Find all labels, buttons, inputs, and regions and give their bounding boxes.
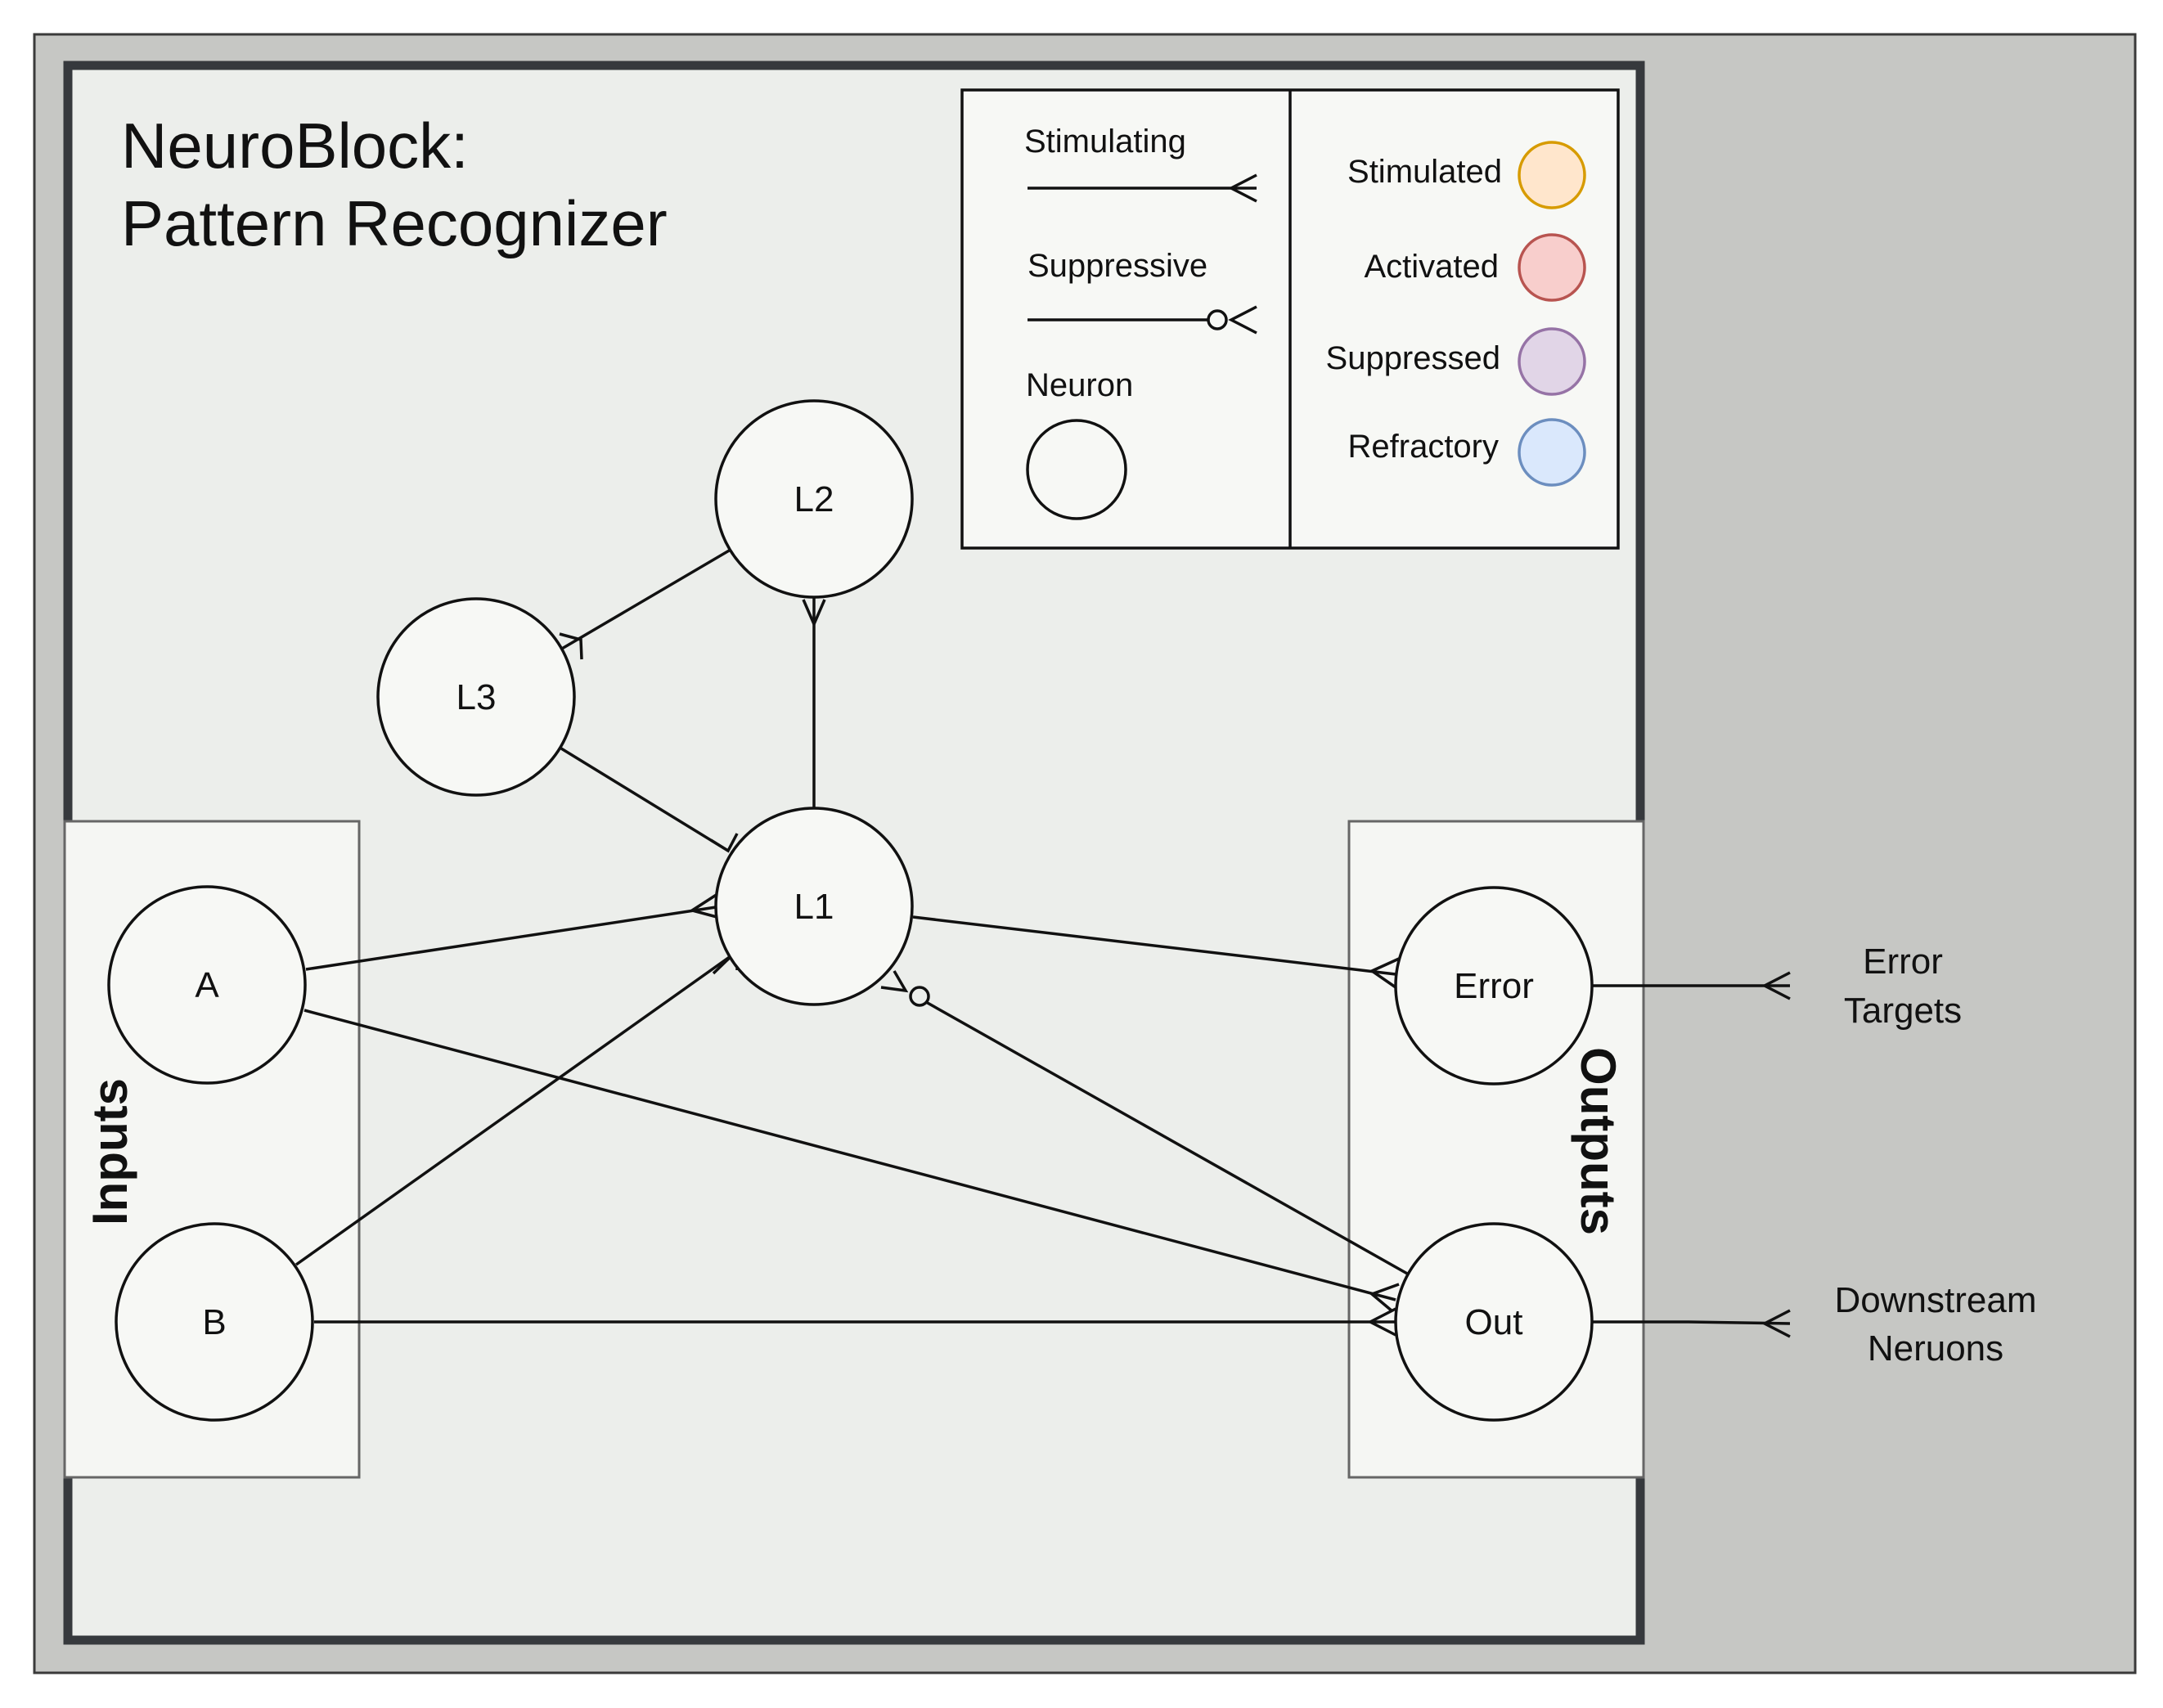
legend-suppressive-arrow-icon xyxy=(1228,305,1257,335)
neuron-b-circle xyxy=(115,1222,314,1422)
legend-state-refractory-label: Refractory xyxy=(1348,429,1500,465)
edge-out-to-l1-suppressive-arrowhead xyxy=(880,970,909,993)
legend-state-activated-swatch xyxy=(1518,233,1586,302)
edge-l3-to-l1-arrowhead xyxy=(710,833,739,853)
legend-state-activated-label: Activated xyxy=(1364,249,1499,285)
legend-neuron-label: Neuron xyxy=(1026,367,1133,403)
outputs-panel-title: Outputs xyxy=(1571,1047,1626,1235)
downstream-neurons-label-line2: Neruons xyxy=(1868,1328,2003,1369)
legend-stimulating-label: Stimulating xyxy=(1024,124,1186,160)
legend: Stimulating Suppressive Neuron Stimulate… xyxy=(960,88,1620,550)
edge-a-to-out-arrowhead xyxy=(1369,1283,1400,1313)
error-targets-label-line2: Targets xyxy=(1844,991,1962,1031)
neuron-l1-circle xyxy=(714,807,914,1006)
legend-state-refractory-swatch xyxy=(1518,418,1586,487)
legend-stimulating-arrow-icon xyxy=(1228,173,1257,203)
edge-l3-to-l1 xyxy=(560,747,729,852)
edge-a-to-l1 xyxy=(305,906,717,971)
neuron-out-label: Out xyxy=(1465,1302,1523,1342)
neuron-l1: L1 xyxy=(714,807,914,1006)
edge-l1-to-l2-arrowhead xyxy=(802,599,826,628)
inputs-panel-title: Inputs xyxy=(83,1078,137,1225)
neuron-l2-label: L2 xyxy=(794,479,834,519)
edge-l2-to-l3 xyxy=(555,548,731,654)
edge-out-to-downstream xyxy=(1592,1320,1791,1325)
neuron-a-circle xyxy=(107,885,307,1085)
legend-state-suppressed-swatch xyxy=(1518,327,1586,396)
edge-out-to-l1-suppressive xyxy=(925,1000,1410,1276)
neuron-l1-label: L1 xyxy=(794,887,834,927)
connections xyxy=(295,548,1791,1338)
edge-a-to-l1-arrowhead xyxy=(688,892,721,919)
neuron-error-label: Error xyxy=(1454,966,1534,1006)
downstream-neurons-label-line1: Downstream xyxy=(1835,1280,2037,1320)
neuron-error: Error xyxy=(1394,886,1594,1085)
neuron-l3: L3 xyxy=(376,597,576,797)
neuron-error-circle xyxy=(1394,886,1594,1085)
edge-error-to-targets-arrowhead xyxy=(1761,971,1791,1000)
edge-b-to-out-arrowhead xyxy=(1367,1307,1396,1337)
legend-state-suppressed-label: Suppressed xyxy=(1326,340,1500,376)
neuron-a: A xyxy=(107,885,307,1085)
neuron-out: Out xyxy=(1394,1222,1594,1422)
diagram-title-line1: NeuroBlock: xyxy=(121,110,469,182)
legend-suppressive-label: Suppressive xyxy=(1028,248,1207,284)
edge-l2-to-l3-arrowhead xyxy=(559,632,583,660)
neuron-l2: L2 xyxy=(714,399,914,599)
error-targets-label-line1: Error xyxy=(1863,942,1943,982)
legend-suppressive-circle-icon xyxy=(1207,309,1228,330)
neuron-b: B xyxy=(115,1222,314,1422)
neuron-l3-circle xyxy=(376,597,576,797)
edge-l1-to-error xyxy=(912,915,1396,976)
legend-neuron-circle-icon xyxy=(1026,419,1127,520)
neuron-l2-circle xyxy=(714,399,914,599)
diagram-title-line2: Pattern Recognizer xyxy=(121,187,668,259)
neuron-b-label: B xyxy=(202,1302,226,1342)
neuron-l3-label: L3 xyxy=(456,677,497,717)
legend-state-stimulated-label: Stimulated xyxy=(1347,154,1502,190)
neuron-out-circle xyxy=(1394,1222,1594,1422)
edge-out-to-l1-suppressive-circle-icon xyxy=(909,986,930,1007)
edge-b-to-l1 xyxy=(295,955,732,1266)
legend-state-stimulated-swatch xyxy=(1518,141,1586,209)
edge-a-to-out xyxy=(304,1009,1396,1301)
edge-l1-to-error-arrowhead xyxy=(1369,957,1400,989)
neuron-a-label: A xyxy=(195,965,219,1005)
edge-out-to-downstream-arrowhead xyxy=(1761,1309,1791,1338)
